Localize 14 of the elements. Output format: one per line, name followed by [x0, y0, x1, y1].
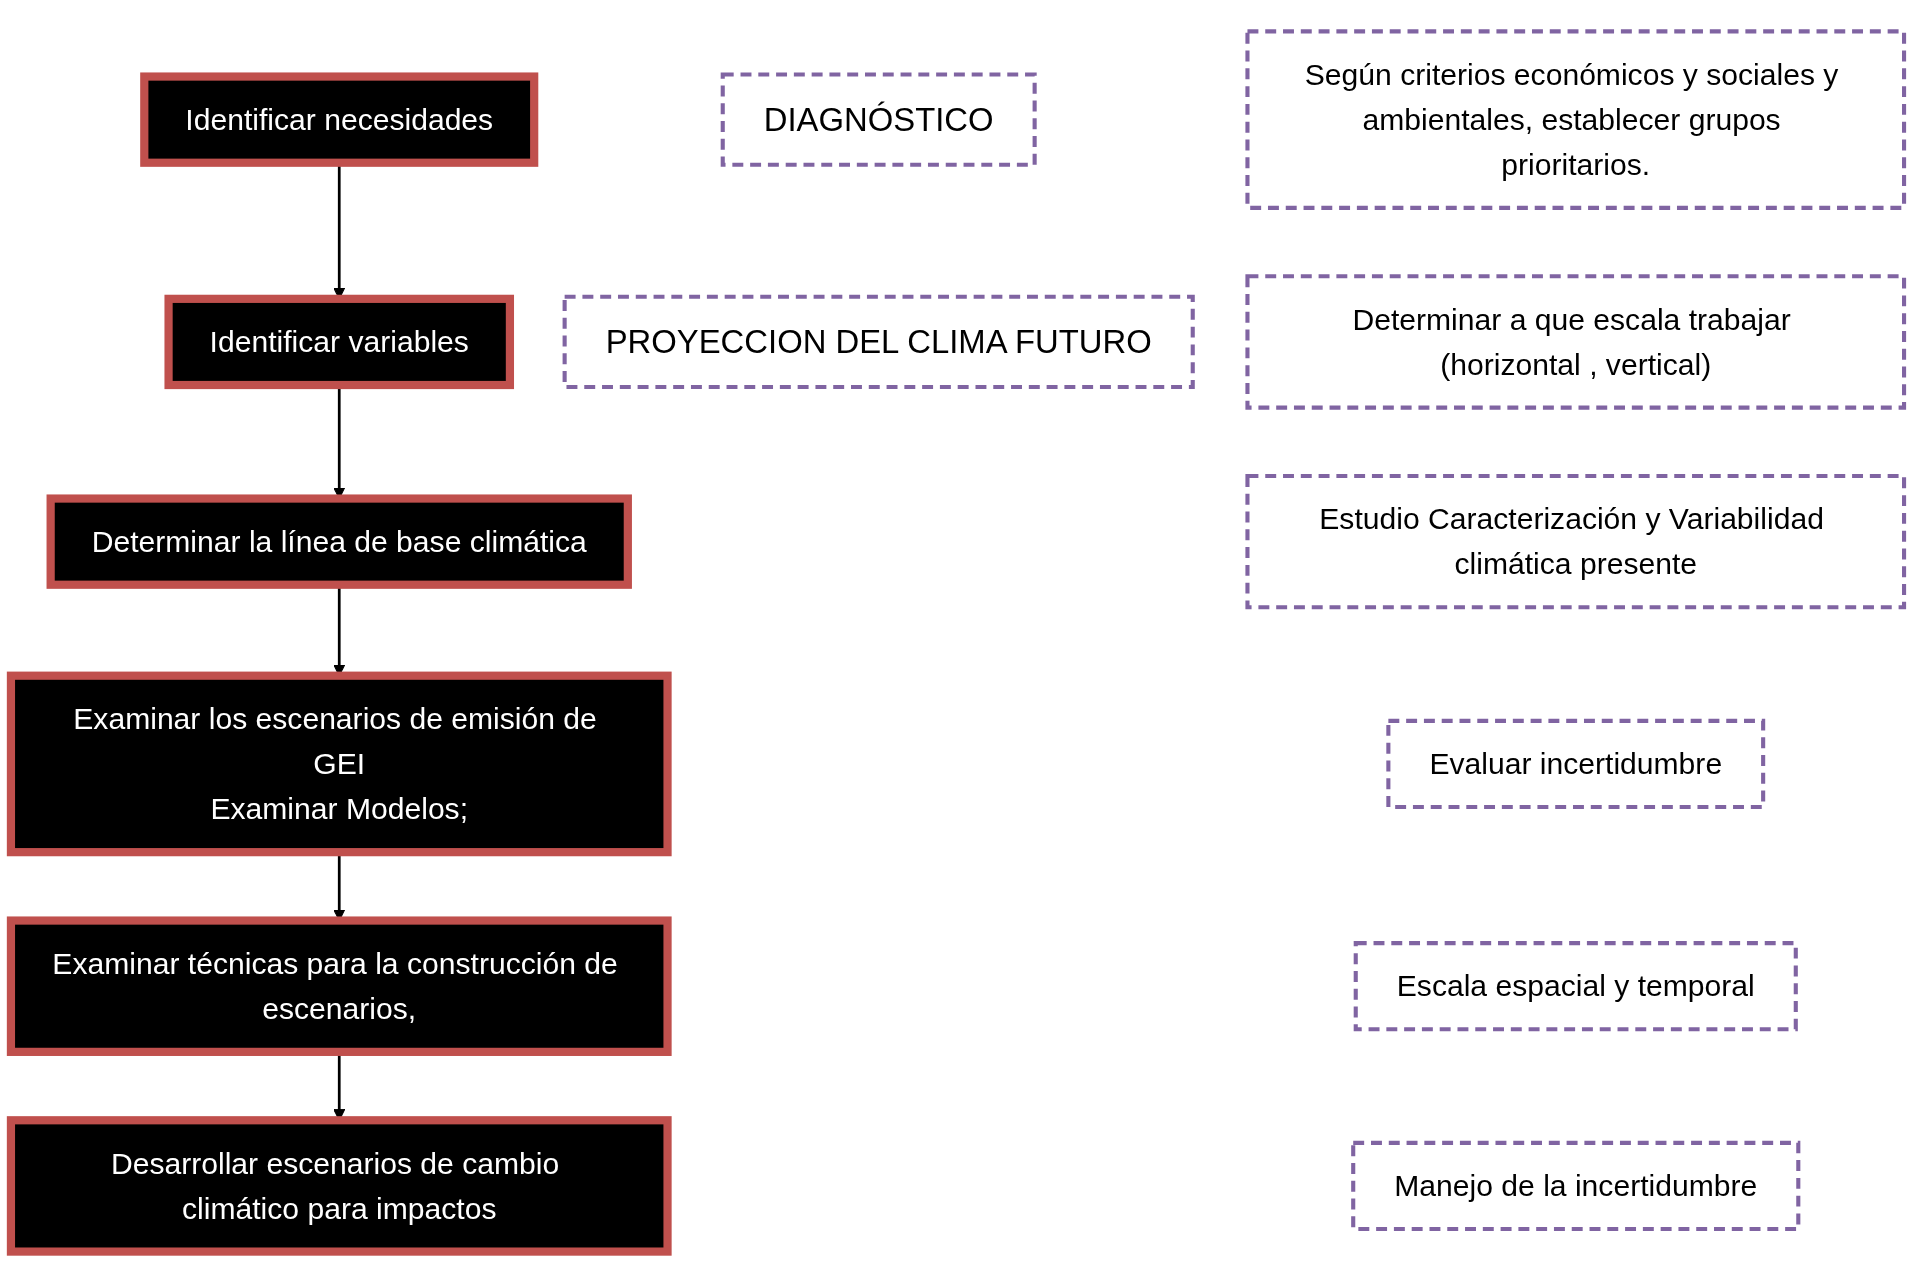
- node-box: Según criterios económicos y sociales y ambientales, establecer grupos prioritarios.: [1245, 29, 1907, 210]
- node-box: Examinar técnicas para la construcción de escenarios,: [6, 916, 672, 1056]
- node-box: DIAGNÓSTICO: [720, 72, 1037, 167]
- node-box: Identificar necesidades: [140, 72, 539, 167]
- node-box: Estudio Caracterización y Variabilidad climática presente: [1245, 473, 1907, 610]
- node-box: Evaluar incertidumbre: [1386, 718, 1766, 810]
- node-box: Examinar los escenarios de emisión de GEI Examinar Modelos;: [6, 671, 672, 857]
- node-box: Escala espacial y temporal: [1353, 941, 1798, 1032]
- node-box: Manejo de la incertidumbre: [1351, 1140, 1801, 1232]
- node-box: Determinar a que escala trabajar (horizontal , vertical): [1245, 274, 1907, 410]
- node-box: PROYECCION DEL CLIMA FUTURO: [562, 294, 1195, 390]
- node-box: Determinar la línea de base climática: [46, 494, 632, 589]
- node-box: Desarrollar escenarios de cambio climático para impactos: [6, 1116, 672, 1256]
- node-box: Identificar variables: [164, 294, 515, 390]
